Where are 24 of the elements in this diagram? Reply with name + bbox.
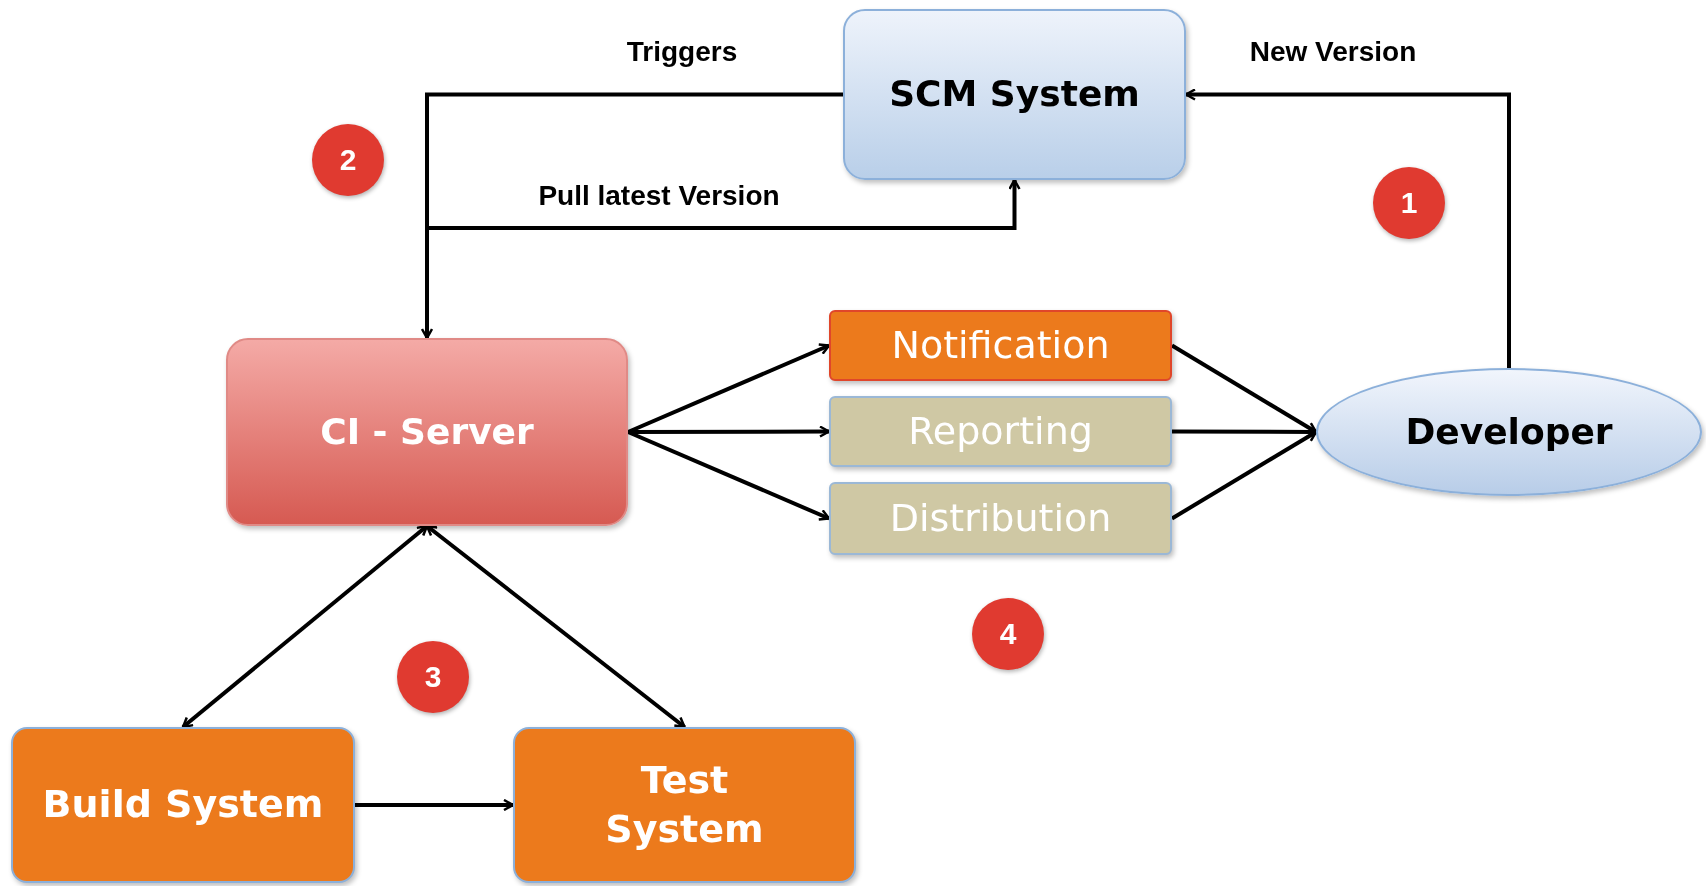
process-box bbox=[829, 310, 1172, 381]
arrow bbox=[355, 798, 515, 812]
node-label: Build System bbox=[42, 781, 324, 829]
arrow bbox=[1170, 430, 1318, 521]
node-label: Test System bbox=[604, 756, 765, 853]
process-box bbox=[829, 482, 1172, 555]
process-box bbox=[226, 338, 628, 526]
node-label: Distribution bbox=[889, 494, 1112, 542]
step-number: 4 bbox=[972, 598, 1044, 670]
node-label: CI - Server bbox=[320, 409, 534, 454]
node-label: SCM System bbox=[889, 72, 1140, 117]
process-box bbox=[829, 396, 1172, 467]
node-label: Notification bbox=[891, 321, 1110, 369]
process-box bbox=[513, 727, 856, 883]
node-label: Reporting bbox=[908, 407, 1093, 455]
process-box bbox=[843, 9, 1186, 180]
process-box bbox=[11, 727, 355, 883]
arrow bbox=[181, 524, 429, 729]
step-number: 3 bbox=[397, 641, 469, 713]
arrow bbox=[1184, 88, 1511, 368]
arrow bbox=[425, 524, 686, 729]
step-number: 1 bbox=[1373, 167, 1445, 239]
node-label: Developer bbox=[1405, 409, 1613, 454]
step-number: 2 bbox=[312, 124, 384, 196]
